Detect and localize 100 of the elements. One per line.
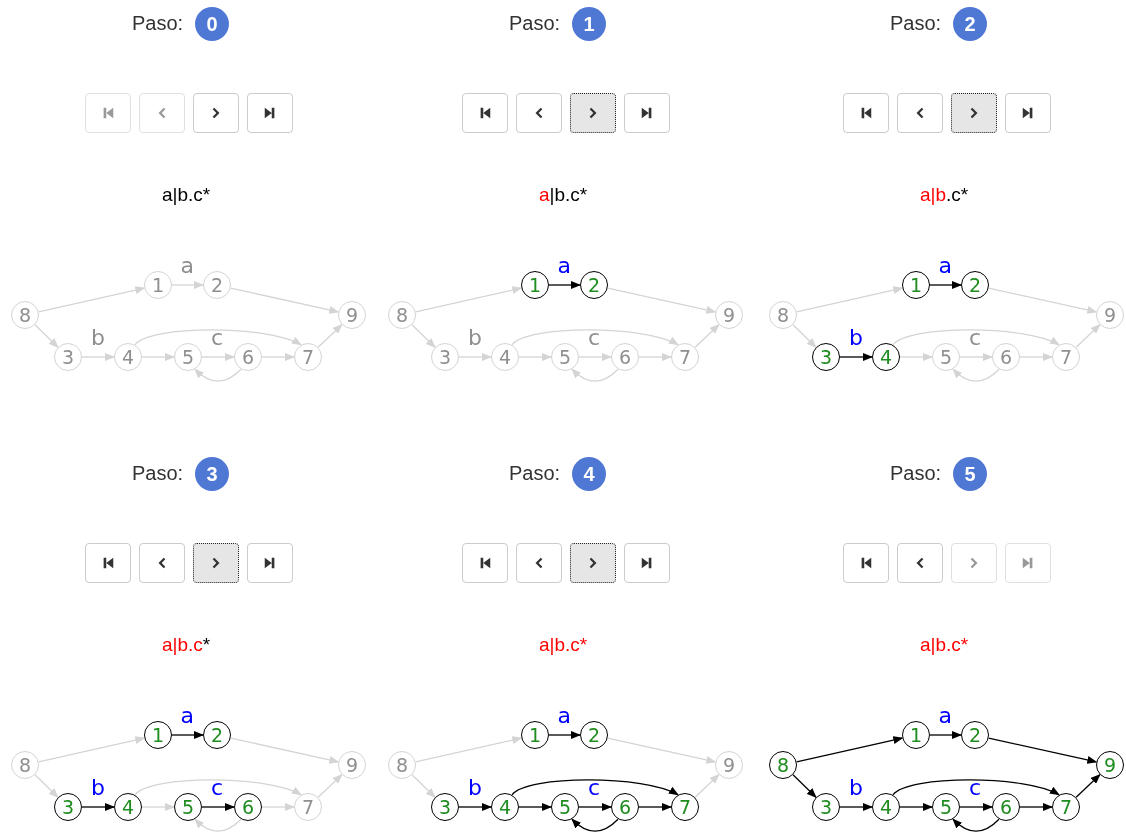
state-circle: 9 — [338, 751, 366, 779]
state-circle: 1 — [521, 721, 549, 749]
arrow — [415, 286, 523, 313]
arrow — [230, 737, 340, 764]
state-circle: 1 — [144, 271, 172, 299]
arrow — [458, 353, 492, 361]
state-circle: 6 — [611, 343, 639, 371]
state-circle: 9 — [1096, 301, 1124, 329]
state-circle: 7 — [671, 343, 699, 371]
arrow — [796, 736, 904, 763]
state-circle: 2 — [961, 271, 989, 299]
state-circle: 4 — [491, 343, 519, 371]
state-circle: 5 — [932, 343, 960, 371]
state-circle: 9 — [338, 301, 366, 329]
state-circle: 6 — [234, 343, 262, 371]
arrow — [694, 324, 720, 348]
state-circle: 3 — [431, 793, 459, 821]
step-label: Paso: — [132, 462, 184, 485]
state-circle: 9 — [1096, 751, 1124, 779]
step-badge: 2 — [953, 7, 987, 41]
state-circle: 9 — [715, 301, 743, 329]
state-circle: 5 — [174, 793, 202, 821]
arrow — [317, 324, 343, 348]
arrow — [959, 353, 993, 361]
state-circle: 8 — [11, 751, 39, 779]
arrow — [411, 324, 436, 348]
arrow — [511, 329, 679, 346]
regex-text: a|b.c* — [162, 184, 211, 206]
edge-label: a — [938, 255, 952, 277]
arrow — [261, 803, 295, 811]
state-circle: 8 — [388, 301, 416, 329]
arrow — [201, 803, 235, 811]
step-badge: 3 — [195, 457, 229, 491]
arrow — [1075, 774, 1101, 798]
edge-label: c — [211, 777, 224, 799]
state-circle: 2 — [580, 271, 608, 299]
state-circle: 7 — [671, 793, 699, 821]
regex-text: a|b.c* — [920, 634, 969, 656]
state-circle: 8 — [388, 751, 416, 779]
regex-text: a|b.c* — [539, 184, 588, 206]
arrow — [607, 287, 717, 314]
arrow — [194, 368, 242, 382]
arrow — [796, 286, 904, 313]
regex-text: a|b.c* — [920, 184, 969, 206]
state-circle: 1 — [902, 271, 930, 299]
arrow — [141, 803, 175, 811]
edge-label: c — [588, 777, 601, 799]
edge-label: a — [938, 705, 952, 727]
edge-label: b — [468, 327, 482, 349]
arrow — [518, 353, 552, 361]
arrow — [194, 818, 242, 832]
state-circle: 3 — [431, 343, 459, 371]
state-circle: 5 — [551, 343, 579, 371]
state-circle: 6 — [992, 343, 1020, 371]
state-circle: 9 — [715, 751, 743, 779]
arrow — [38, 286, 146, 313]
arrow — [81, 353, 115, 361]
edge-label: a — [557, 705, 571, 727]
arrow — [548, 731, 581, 739]
arrow — [988, 737, 1098, 764]
state-circle: 2 — [203, 271, 231, 299]
arrow — [34, 774, 59, 798]
step-badge: 5 — [953, 457, 987, 491]
state-circle: 7 — [294, 793, 322, 821]
edge-label: b — [91, 777, 105, 799]
state-circle: 2 — [961, 721, 989, 749]
state-circle: 5 — [174, 343, 202, 371]
arrow — [988, 287, 1098, 314]
arrow — [134, 779, 302, 796]
arrow — [638, 353, 672, 361]
arrow — [38, 736, 146, 763]
edge-label: a — [557, 255, 571, 277]
arrow — [34, 324, 59, 348]
arrow — [511, 779, 679, 796]
state-circle: 7 — [294, 343, 322, 371]
state-circle: 1 — [902, 721, 930, 749]
state-circle: 4 — [114, 343, 142, 371]
state-circle: 8 — [769, 301, 797, 329]
edge-label: a — [180, 255, 194, 277]
arrow — [1075, 324, 1101, 348]
step-badge: 0 — [195, 7, 229, 41]
arrow — [959, 803, 993, 811]
state-circle: 4 — [872, 793, 900, 821]
state-circle: 8 — [769, 751, 797, 779]
state-circle: 5 — [551, 793, 579, 821]
edge-label: c — [969, 777, 982, 799]
arrow — [411, 774, 436, 798]
arrow — [952, 368, 1000, 382]
arrow — [81, 803, 115, 811]
state-circle: 7 — [1052, 343, 1080, 371]
step-label: Paso: — [132, 12, 184, 35]
state-circle: 2 — [203, 721, 231, 749]
step-badge: 4 — [572, 457, 606, 491]
arrow — [952, 818, 1000, 832]
arrow — [548, 281, 581, 289]
arrow — [929, 281, 962, 289]
arrow — [578, 353, 612, 361]
arrow — [458, 803, 492, 811]
arrow — [638, 803, 672, 811]
arrow — [839, 353, 873, 361]
